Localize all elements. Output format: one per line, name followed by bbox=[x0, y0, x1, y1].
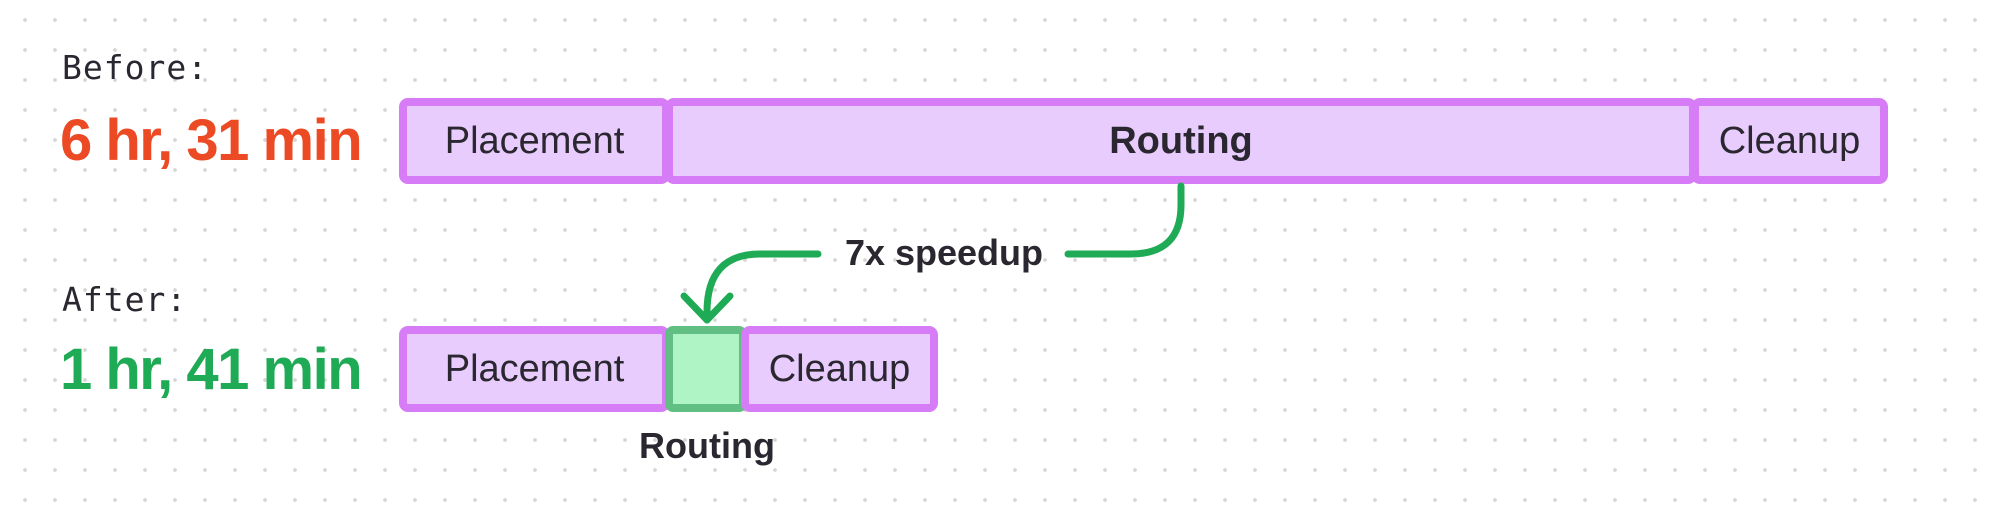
after-routing-segment bbox=[665, 326, 747, 412]
after-label: After: bbox=[62, 280, 188, 319]
after-cleanup-segment: Cleanup bbox=[741, 326, 938, 412]
before-routing-label: Routing bbox=[1109, 119, 1253, 162]
after-placement-segment: Placement bbox=[399, 326, 670, 412]
before-routing-segment: Routing bbox=[665, 98, 1697, 184]
after-cleanup-label: Cleanup bbox=[768, 347, 911, 390]
after-placement-label: Placement bbox=[444, 347, 625, 390]
speedup-label: 7x speedup bbox=[844, 232, 1044, 273]
before-placement-segment: Placement bbox=[399, 98, 670, 184]
after-time: 1 hr, 41 min bbox=[60, 337, 363, 402]
before-cleanup-segment: Cleanup bbox=[1691, 98, 1888, 184]
before-cleanup-label: Cleanup bbox=[1718, 119, 1861, 162]
after-routing-caption: Routing bbox=[639, 425, 775, 466]
before-placement-label: Placement bbox=[444, 119, 625, 162]
before-time: 6 hr, 31 min bbox=[60, 108, 363, 173]
before-label: Before: bbox=[62, 48, 209, 87]
